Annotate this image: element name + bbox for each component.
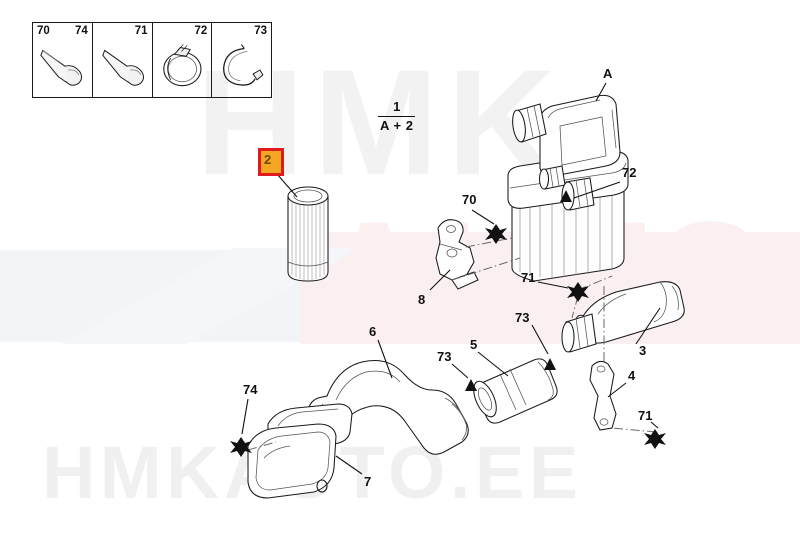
callout-3: 3 bbox=[639, 343, 647, 358]
highlighted-part-badge[interactable]: 2 bbox=[258, 148, 284, 176]
part-air-filter-housing bbox=[507, 82, 629, 282]
callout-4: 4 bbox=[628, 368, 636, 383]
callout-5: 5 bbox=[470, 337, 478, 352]
callout-71-lower: 71 bbox=[638, 408, 653, 423]
legend-number: 73 bbox=[254, 25, 267, 37]
legend-number: 71 bbox=[134, 25, 148, 37]
worm-clamp-icon bbox=[162, 44, 202, 87]
callout-70: 70 bbox=[462, 192, 477, 207]
callout-7: 7 bbox=[364, 474, 372, 489]
part-support-bracket bbox=[589, 360, 627, 431]
fraction-denominator: A + 2 bbox=[380, 117, 414, 133]
fraction-numerator: 1 bbox=[393, 99, 401, 114]
legend-box: 70 74 71 72 bbox=[32, 22, 272, 98]
callout-74: 74 bbox=[243, 382, 258, 397]
callout-73-upper: 73 bbox=[515, 310, 530, 325]
fraction-annotation: 1 A + 2 bbox=[378, 99, 416, 133]
callout-A: A bbox=[603, 66, 613, 81]
bolt-icon bbox=[101, 49, 144, 86]
callout-6: 6 bbox=[369, 324, 377, 339]
triangle-markers bbox=[465, 190, 572, 391]
legend-cell-1: 71 bbox=[93, 23, 153, 97]
bolt-icon bbox=[40, 49, 83, 86]
part-connector-sleeve bbox=[473, 351, 558, 424]
spring-clamp-icon bbox=[223, 44, 264, 86]
legend-cell-0: 70 74 bbox=[33, 23, 93, 97]
highlighted-part-label: 2 bbox=[264, 152, 272, 167]
callout-73-lower: 73 bbox=[437, 349, 452, 364]
legend-cell-3: 73 bbox=[212, 23, 271, 97]
fraction-bar bbox=[378, 115, 416, 117]
callout-8: 8 bbox=[418, 292, 426, 307]
callout-72: 72 bbox=[622, 165, 637, 180]
callout-71-upper: 71 bbox=[521, 270, 536, 285]
legend-number: 72 bbox=[194, 25, 208, 37]
part-air-filter-element bbox=[276, 173, 329, 282]
part-air-intake-snorkel bbox=[247, 403, 363, 499]
legend-number: 70 bbox=[37, 25, 50, 37]
legend-cell-2: 72 bbox=[153, 23, 213, 97]
legend-number: 74 bbox=[74, 25, 88, 37]
